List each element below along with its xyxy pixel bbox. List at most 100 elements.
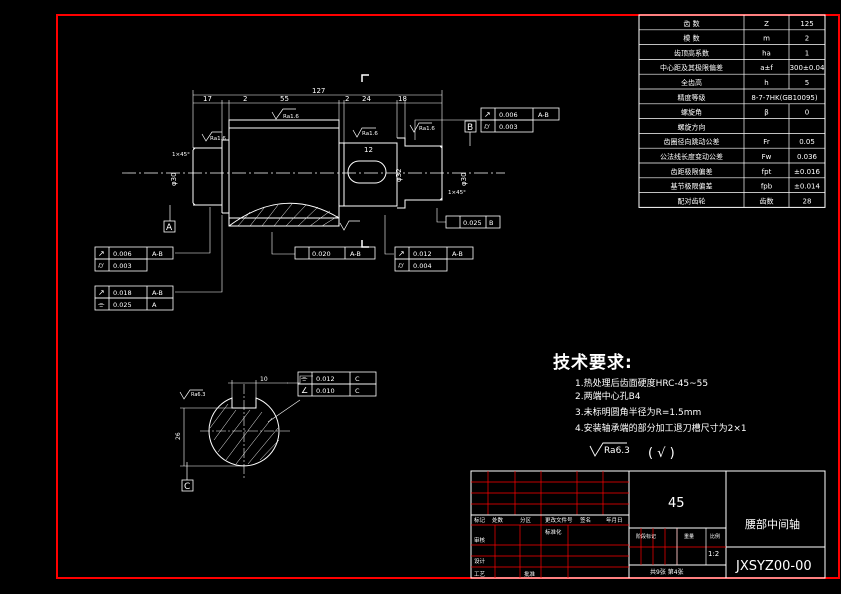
tol-bm2-ref: A-B (452, 250, 463, 258)
tech-item-1: 1.热处理后齿面硬度HRC-45~55 (575, 379, 709, 389)
param-symbol: β (764, 109, 768, 117)
param-name: 模 数 (683, 34, 699, 43)
tech-item-2: 2.两端中心孔B4 (575, 392, 641, 402)
tech-title: 技术要求: (553, 353, 633, 373)
param-value: 0 (805, 109, 809, 117)
param-value: ±0.014 (794, 183, 820, 191)
param-value: 300±0.04 (790, 64, 825, 72)
title-block-label: 分区 (520, 516, 532, 524)
drawing-border (56, 14, 840, 579)
tol-tr1-symbol: ⌭ (484, 122, 490, 131)
dim-chamfer-left: 1×45° (172, 152, 190, 158)
tol-sec-ref: C (355, 375, 360, 383)
tol-bl1-value: 0.006 (113, 250, 132, 258)
param-name: 齿圈径向跳动公差 (664, 137, 720, 146)
param-name: 全齿高 (681, 78, 702, 87)
param-symbol: m (763, 35, 770, 43)
section-roughness: Ra6.3 (191, 392, 205, 398)
tol-bm2-symbol: ↗ (398, 249, 405, 258)
tech-item-4: 4.安装轴承端的部分加工退刀槽尺寸为2×1 (575, 424, 747, 434)
tol-bl2-value: 0.018 (113, 289, 132, 297)
right-journal (397, 137, 443, 209)
tol-bm1-ref: A-B (350, 250, 361, 258)
param-value: 125 (800, 20, 813, 28)
scale-label: 比例 (710, 533, 720, 540)
dim-dia-mid: φ32 (395, 168, 403, 182)
title-block-label: 签名 (580, 516, 591, 524)
dim-d2: 2 (243, 95, 247, 103)
general-roughness-value: Ra6.3 (604, 446, 630, 456)
param-symbol: Fr (763, 138, 770, 146)
tol-bl1-symbol: ↗ (98, 249, 105, 258)
section-width: 10 (260, 376, 268, 383)
param-name: 齿 数 (683, 19, 699, 28)
param-name: 配对齿轮 (678, 196, 706, 205)
drawing-number: JXSYZ00-00 (735, 559, 812, 574)
technical-requirements: 技术要求: 1.热处理后齿面硬度HRC-45~55 2.两端中心孔B4 3.未标… (553, 348, 747, 434)
param-name: 齿顶高系数 (674, 48, 709, 57)
section-view (179, 375, 313, 478)
tol-bm2-value: 0.004 (413, 262, 432, 270)
tol-sec-value: 0.012 (316, 375, 335, 383)
param-symbol: a±f (760, 64, 773, 72)
tol-tr2-ref: B (489, 219, 493, 227)
shaft-main-view (122, 74, 505, 248)
title-block-label: 更改文件号 (545, 516, 573, 524)
dim-dia-right: φ30 (460, 172, 468, 186)
dim-d1: 17 (203, 95, 212, 103)
dim-d3: 55 (280, 95, 289, 103)
tol-bl2-ref: A (152, 301, 157, 309)
datum-b: B (467, 123, 473, 133)
leader-lines (175, 119, 481, 293)
keyway (347, 160, 387, 184)
param-symbol: ha (762, 49, 771, 57)
datum-c: C (184, 482, 190, 492)
dim-key-length: 12 (364, 146, 373, 154)
title-block-standard: 标准化 (545, 528, 562, 536)
roughness-gear: Ra1.6 (283, 114, 299, 120)
roughness-left: Ra1.6 (210, 136, 226, 142)
tol-bl2-value: 0.025 (113, 301, 132, 309)
param-value: 5 (805, 79, 809, 87)
section-hatch (209, 403, 280, 465)
param-symbol: Fw (762, 153, 772, 161)
dim-d4: 2 (345, 95, 349, 103)
tol-sec-symbol: ∠ (301, 386, 308, 395)
tol-sec-value: 0.010 (316, 387, 335, 395)
material: 45 (668, 496, 685, 511)
param-value: ±0.016 (794, 168, 820, 176)
dim-total: 127 (312, 87, 325, 95)
param-value: 0.05 (799, 138, 815, 146)
title-block-label: 处数 (492, 516, 504, 524)
param-value: 0.036 (797, 153, 818, 161)
param-name: 螺旋方向 (678, 122, 706, 131)
top-dimensions (192, 90, 443, 148)
scale-value: 1:2 (708, 550, 719, 558)
dim-d6: 18 (398, 95, 407, 103)
tol-bl1-value: 0.003 (113, 262, 132, 270)
param-name: 螺旋角 (681, 108, 702, 117)
title-block-approve: 批准 (524, 570, 536, 578)
weight-label: 重量 (684, 533, 694, 540)
section-labels: 10 26 Ra6.3 (175, 376, 268, 440)
tol-tr2-value: 0.025 (463, 219, 482, 227)
tol-tr1-value: 0.003 (499, 123, 518, 131)
tech-item-3: 3.未标明圆角半径为R=1.5mm (575, 408, 702, 418)
param-name: 齿距极限偏差 (671, 167, 713, 176)
tol-tr1-value: 0.006 (499, 111, 518, 119)
param-symbol: 8-7-7HK(GB10095) (751, 94, 817, 102)
param-value: 1 (805, 49, 809, 57)
param-name: 公法线长度变动公差 (660, 152, 723, 161)
title-block-check: 审核 (474, 536, 486, 544)
tol-bm1-value: 0.020 (312, 250, 331, 258)
roughness-right: Ra1.6 (419, 126, 435, 132)
roughness-mid: Ra1.6 (362, 131, 378, 137)
stage-label: 阶段标记 (636, 533, 656, 540)
dim-chamfer-right: 1×45° (448, 190, 466, 196)
general-roughness: Ra6.3 ( √ ) (589, 442, 675, 461)
tol-bl1-symbol: ⌭ (98, 261, 104, 270)
datum-a: A (166, 223, 173, 233)
